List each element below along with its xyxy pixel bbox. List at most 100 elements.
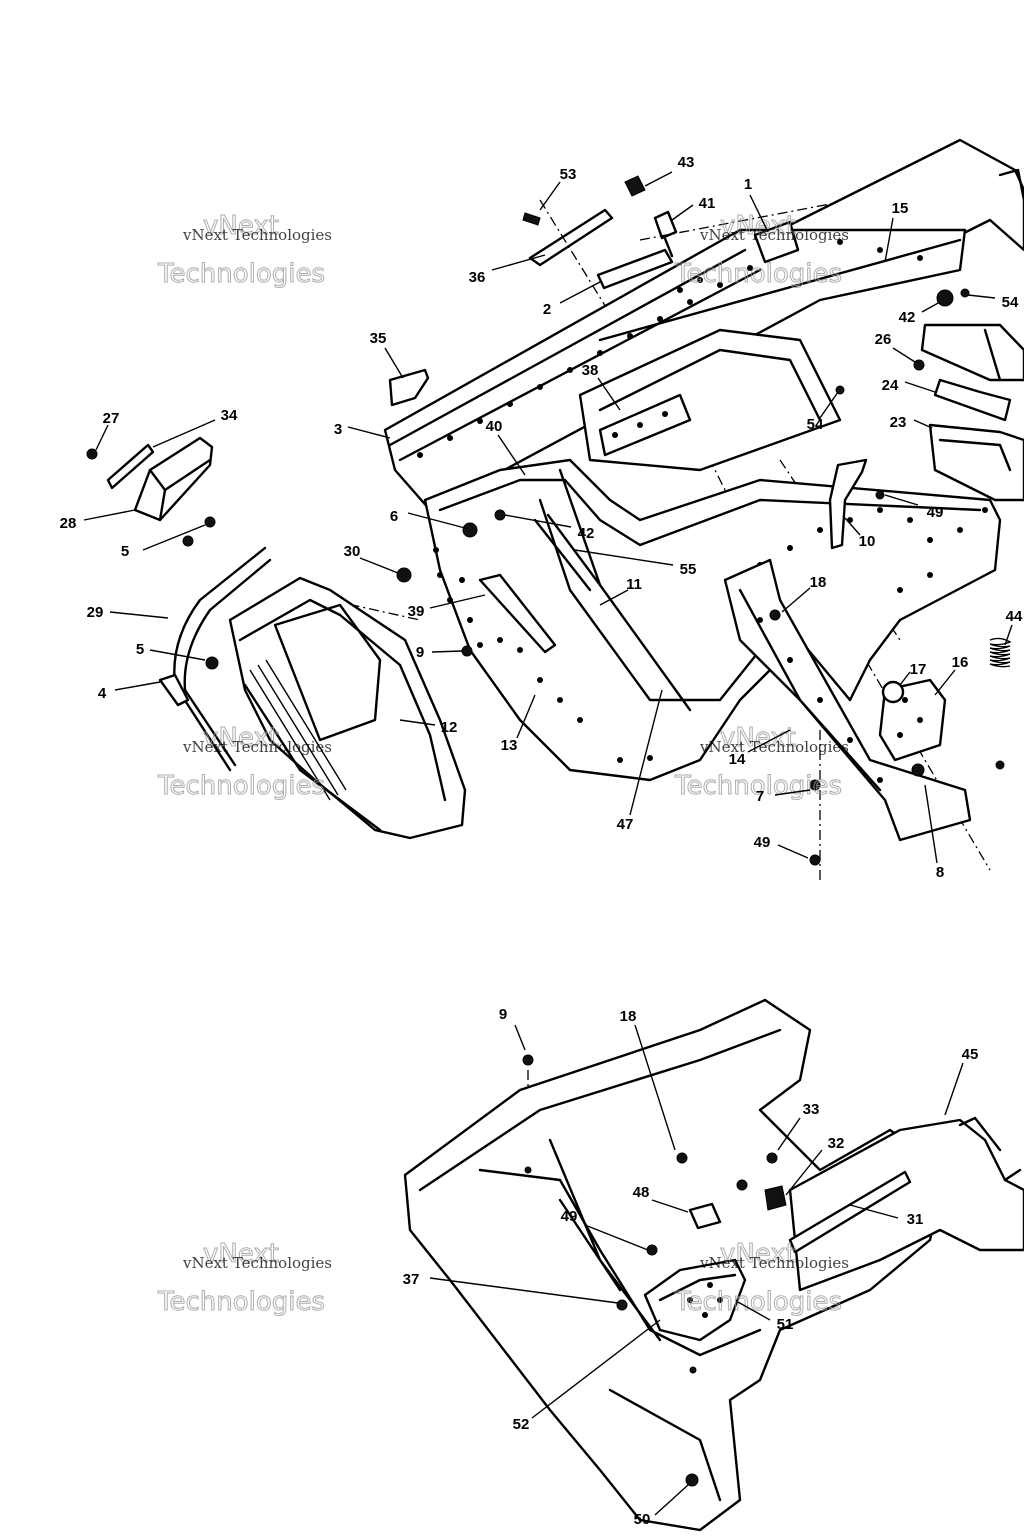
upper-leader-55 [574, 549, 674, 566]
upper-leader-54 [967, 294, 996, 299]
lower-leader-49 [584, 1224, 649, 1251]
upper-callout-27: 27 [103, 410, 120, 427]
lower-callout-49: 49 [561, 1208, 578, 1225]
watermark-top-6: vNext [720, 1239, 796, 1269]
upper-callout-11: 11 [626, 576, 642, 593]
upper-leader-23 [913, 419, 933, 429]
upper-callout-24: 24 [882, 377, 899, 394]
lower-leader-50 [654, 1484, 689, 1516]
upper-leader-44 [1004, 624, 1013, 646]
upper-leader-5 [149, 649, 206, 661]
upper-callout-42: 42 [578, 525, 595, 542]
watermark-bottom-1: Technologies [157, 259, 325, 289]
upper-callout-29: 29 [87, 604, 104, 621]
watermark-bottom-4: Technologies [674, 771, 842, 801]
upper-leader-8 [924, 784, 938, 864]
lower-leader-31 [849, 1204, 899, 1219]
lower-callout-51: 51 [777, 1316, 794, 1333]
watermark-5: vNext Technologies [182, 1254, 332, 1272]
upper-leader-28 [83, 509, 136, 521]
upper-leader-6 [407, 512, 466, 529]
upper-callout-17: 17 [910, 661, 927, 678]
upper-callout-44: 44 [1006, 608, 1023, 625]
lower-leader-48 [651, 1199, 689, 1213]
upper-callout-49: 49 [754, 834, 771, 851]
upper-callout-16: 16 [952, 654, 969, 671]
upper-callout-35: 35 [370, 330, 387, 347]
lower-leader-18 [634, 1024, 676, 1151]
upper-leader-38 [597, 377, 621, 411]
upper-callout-23: 23 [890, 414, 907, 431]
watermark-3: vNext Technologies [182, 738, 332, 756]
upper-callout-8: 8 [936, 864, 944, 881]
upper-callout-15: 15 [892, 200, 909, 217]
upper-callout-9: 9 [416, 644, 424, 661]
upper-leader-15 [884, 217, 894, 263]
upper-callout-41: 41 [699, 195, 716, 212]
upper-leader-17 [899, 671, 911, 686]
upper-leader-40 [497, 434, 526, 476]
watermark-bottom-2: Technologies [674, 259, 842, 289]
lower-leader-33 [777, 1117, 801, 1151]
lower-leader-37 [429, 1277, 619, 1304]
watermark-6: vNext Technologies [699, 1254, 849, 1272]
upper-callout-43: 43 [678, 154, 695, 171]
upper-callout-5: 5 [136, 641, 144, 658]
upper-callout-6: 6 [390, 508, 398, 525]
upper-leader-24 [904, 381, 936, 393]
upper-leader-49 [777, 844, 809, 859]
upper-callout-10: 10 [859, 533, 876, 550]
upper-callout-5: 5 [121, 543, 129, 560]
upper-leader-1 [749, 194, 769, 233]
upper-leader-42 [921, 301, 941, 313]
lower-callout-31: 31 [907, 1211, 924, 1228]
lower-leader-51 [737, 1301, 771, 1321]
lower-callout-9: 9 [499, 1006, 507, 1023]
upper-leader-54 [819, 391, 839, 419]
upper-callout-54: 54 [807, 416, 824, 433]
upper-leader-14 [747, 729, 791, 753]
lower-callout-52: 52 [513, 1416, 530, 1433]
upper-callout-14: 14 [729, 751, 746, 768]
upper-leader-39 [429, 594, 486, 609]
lower-assembly [403, 998, 1024, 1532]
upper-assembly [86, 138, 1024, 880]
upper-leader-53 [539, 181, 561, 211]
upper-callout-54: 54 [1002, 294, 1019, 311]
watermark-4: vNext Technologies [699, 738, 849, 756]
upper-callout-2: 2 [543, 301, 551, 318]
lower-callout-37: 37 [403, 1271, 420, 1288]
upper-leader-43 [644, 171, 673, 187]
watermark-top-4: vNext [720, 723, 796, 753]
upper-leader-29 [109, 611, 169, 619]
lower-callout-50: 50 [634, 1511, 651, 1528]
upper-leader-10 [844, 517, 861, 536]
lower-callout-32: 32 [828, 1135, 845, 1152]
upper-leader-2 [559, 281, 601, 304]
watermark-bottom-5: Technologies [157, 1287, 325, 1317]
watermark-1: vNext Technologies [182, 226, 332, 244]
watermark-bottom-3: Technologies [157, 771, 325, 801]
upper-callout-36: 36 [469, 269, 486, 286]
upper-leader-7 [774, 789, 811, 796]
upper-leader-27 [95, 424, 109, 451]
upper-leader-42 [504, 514, 572, 528]
upper-leader-3 [347, 426, 391, 439]
upper-leader-5 [142, 524, 206, 551]
upper-callout-3: 3 [334, 421, 342, 438]
upper-callout-40: 40 [486, 418, 503, 435]
watermark-bottom-6: Technologies [674, 1287, 842, 1317]
upper-callout-12: 12 [441, 719, 458, 736]
upper-leader-36 [491, 254, 546, 271]
upper-leader-30 [359, 557, 399, 574]
watermark-top-3: vNext [203, 723, 279, 753]
lower-leader-52 [531, 1319, 661, 1419]
watermarks: vNext vNext Technologies Technologies vN… [157, 211, 850, 1318]
lower-callout-18: 18 [620, 1008, 637, 1025]
upper-callout-39: 39 [408, 603, 425, 620]
upper-callout-30: 30 [344, 543, 361, 560]
watermark-2: vNext Technologies [699, 226, 849, 244]
upper-callout-38: 38 [582, 362, 599, 379]
